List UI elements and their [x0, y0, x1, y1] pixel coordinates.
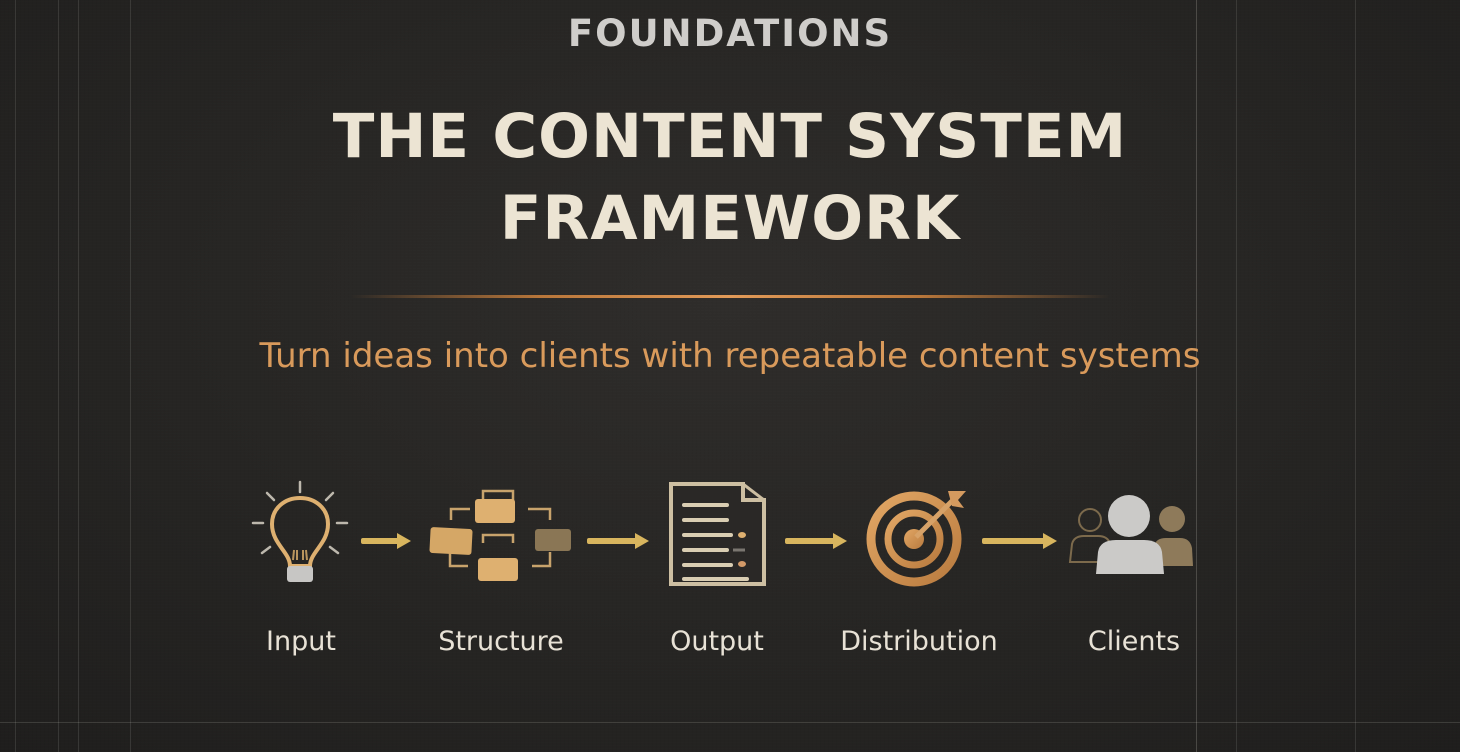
users-group-icon — [1068, 495, 1193, 574]
grid-line — [1196, 0, 1197, 752]
step-label-structure: Structure — [438, 626, 564, 657]
grid-line — [1236, 0, 1237, 752]
grid-line — [130, 0, 131, 752]
page-title: THE CONTENT SYSTEM FRAMEWORK — [0, 96, 1460, 260]
arrow-right-icon — [587, 533, 649, 549]
lightbulb-icon — [251, 480, 349, 582]
accent-divider — [350, 295, 1110, 298]
grid-line — [1355, 0, 1356, 752]
arrow-right-icon — [982, 533, 1057, 549]
grid-line — [0, 722, 1460, 723]
arrow-right-icon — [361, 533, 411, 549]
step-label-clients: Clients — [1087, 626, 1181, 657]
section-kicker: FOUNDATIONS — [567, 12, 893, 55]
grid-line — [15, 0, 16, 752]
title-line-2: FRAMEWORK — [499, 183, 961, 254]
step-label-input: Input — [266, 626, 336, 657]
target-icon — [866, 491, 966, 587]
grid-line — [78, 0, 79, 752]
title-line-1: THE CONTENT SYSTEM — [332, 101, 1128, 172]
grid-line — [58, 0, 59, 752]
flowchart-icon — [429, 489, 571, 581]
arrow-right-icon — [785, 533, 847, 549]
subtitle: Turn ideas into clients with repeatable … — [259, 336, 1201, 376]
step-label-distribution: Distribution — [840, 626, 998, 657]
document-icon — [669, 482, 766, 586]
step-label-output: Output — [670, 626, 764, 657]
